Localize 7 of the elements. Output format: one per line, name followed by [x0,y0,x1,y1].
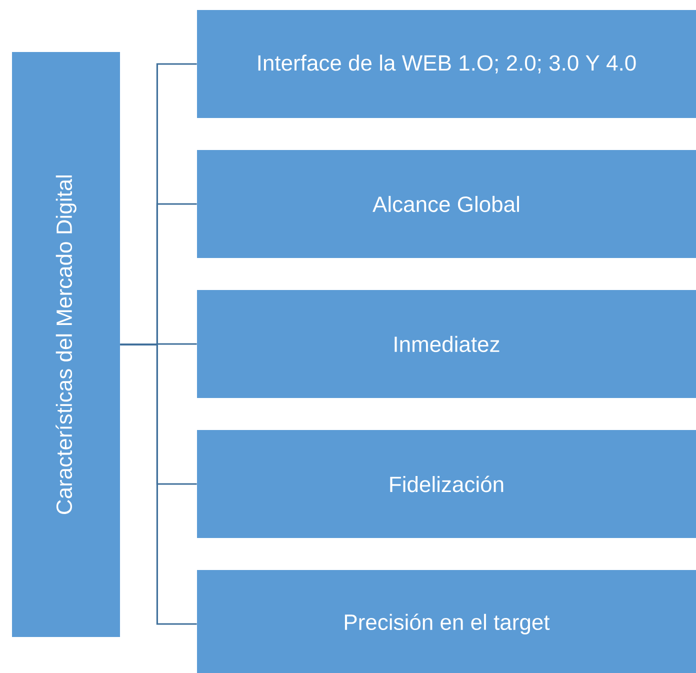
category-box: Características del Mercado Digital [12,52,120,637]
item-box: Alcance Global [197,150,696,258]
item-box: Fidelización [197,430,696,538]
item-box: Precisión en el target [197,570,696,673]
item-box: Interface de la WEB 1.O; 2.0; 3.0 Y 4.0 [197,10,696,118]
item-box: Inmediatez [197,290,696,398]
connector-line [120,344,197,625]
